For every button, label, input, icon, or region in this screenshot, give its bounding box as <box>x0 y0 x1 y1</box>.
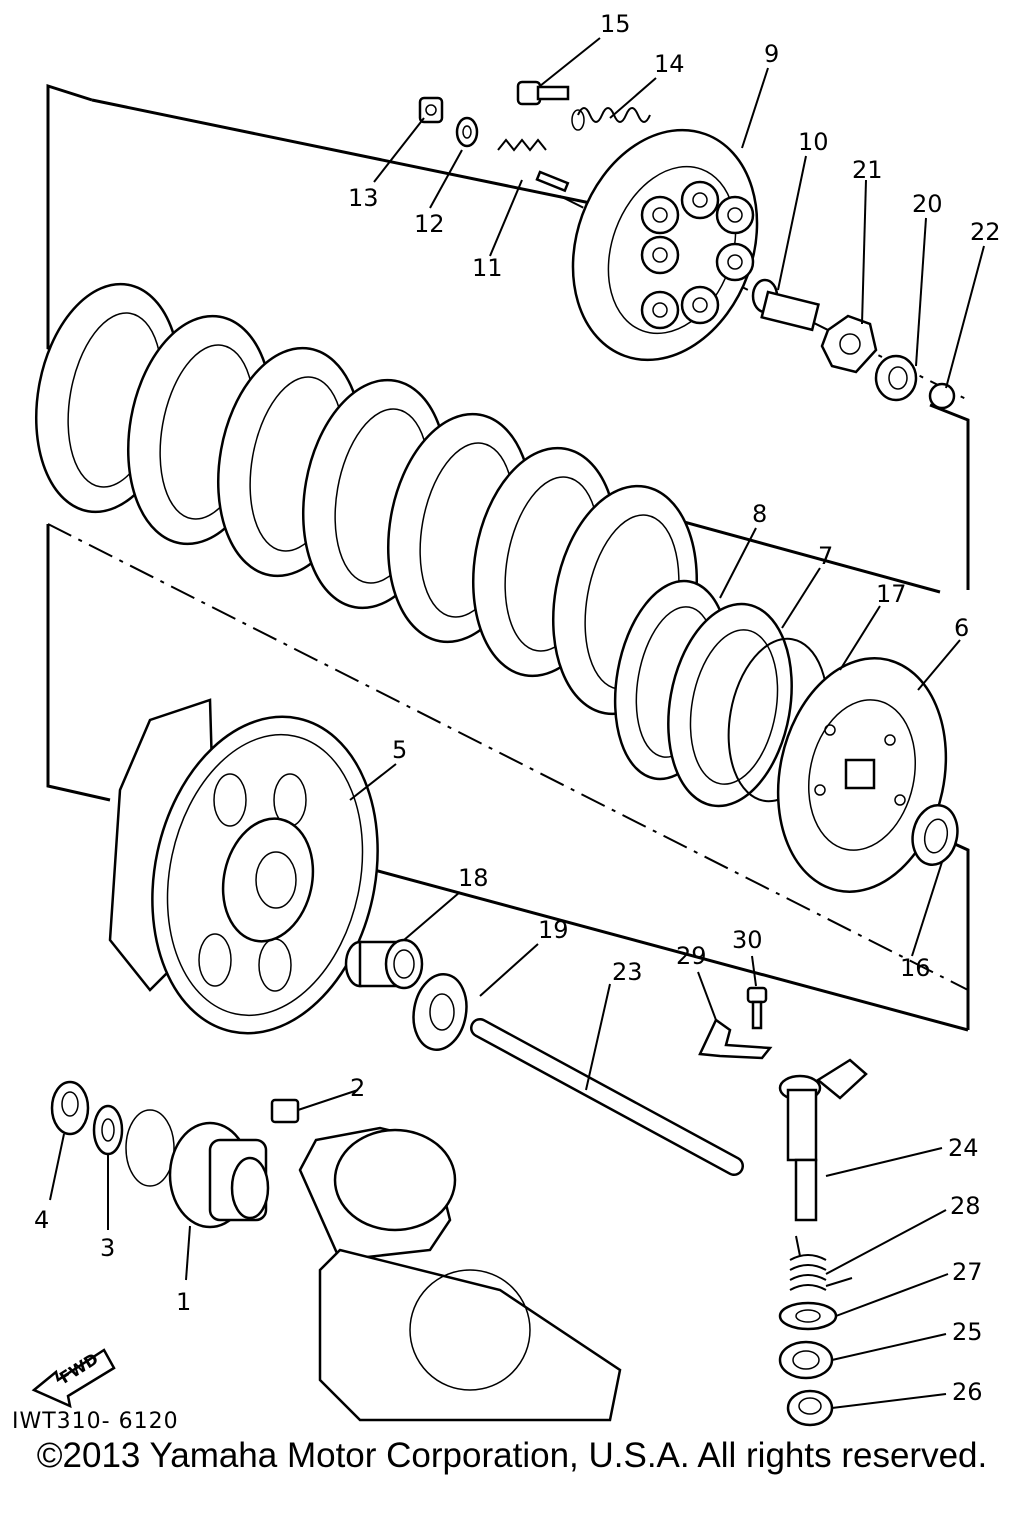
label-10: 10 <box>798 128 829 156</box>
clutch-boss-6 <box>776 657 948 893</box>
label-21: 21 <box>852 156 883 184</box>
label-25: 25 <box>952 1318 983 1346</box>
locknut-21 <box>820 314 878 374</box>
part-labels: 1 2 3 4 5 6 7 8 9 10 11 12 13 14 15 16 1… <box>34 10 1001 1406</box>
bracket-29 <box>698 1018 773 1060</box>
lower-assembly-bracket <box>46 523 970 1032</box>
label-11: 11 <box>472 254 503 282</box>
label-29: 29 <box>676 942 707 970</box>
clutch-bolt <box>516 80 570 106</box>
copyright-notice: ©2013 Yamaha Motor Corporation, U.S.A. A… <box>36 1436 988 1475</box>
leader-lines <box>49 37 985 1409</box>
label-14: 14 <box>654 50 685 78</box>
friction-plate-stack <box>34 282 699 716</box>
label-26: 26 <box>952 1378 983 1406</box>
crankshaft <box>298 1126 622 1422</box>
primary-driven-gear <box>108 698 379 1035</box>
label-28: 28 <box>950 1192 981 1220</box>
oil-seal-25 <box>778 1340 834 1380</box>
drawing-code: IWT310- 6120 <box>12 1409 179 1434</box>
nut-13 <box>418 96 444 124</box>
seat-plate-7 <box>667 602 793 808</box>
label-8: 8 <box>752 500 767 528</box>
push-rod-10 <box>751 278 820 332</box>
push-lever-24 <box>778 1058 868 1222</box>
label-3: 3 <box>100 1234 115 1262</box>
spacer-18 <box>344 938 424 990</box>
ball-22 <box>928 382 956 410</box>
label-7: 7 <box>818 542 833 570</box>
thrust-washer-16 <box>911 804 959 866</box>
washer-27 <box>778 1301 838 1331</box>
label-1: 1 <box>176 1288 191 1316</box>
screw-30 <box>746 986 768 1030</box>
label-2: 2 <box>350 1074 365 1102</box>
label-24: 24 <box>948 1134 979 1162</box>
label-12: 12 <box>414 210 445 238</box>
label-9: 9 <box>764 40 779 68</box>
key-2 <box>270 1098 300 1124</box>
label-27: 27 <box>952 1258 983 1286</box>
label-18: 18 <box>458 864 489 892</box>
label-30: 30 <box>732 926 763 954</box>
torsion-spring-28 <box>789 1235 853 1291</box>
label-20: 20 <box>912 190 943 218</box>
label-23: 23 <box>612 958 643 986</box>
label-15: 15 <box>600 10 631 38</box>
washer-19 <box>412 973 468 1051</box>
label-4: 4 <box>34 1206 49 1234</box>
pressure-plate <box>571 128 759 362</box>
primary-drive-gear-1 <box>125 1109 270 1229</box>
bearing-26 <box>786 1389 834 1427</box>
lock-washer-20 <box>874 354 918 402</box>
label-17: 17 <box>876 580 907 608</box>
forward-arrow-icon: FWD <box>31 1348 116 1409</box>
label-19: 19 <box>538 916 569 944</box>
label-13: 13 <box>348 184 379 212</box>
washer-12 <box>455 116 479 148</box>
push-rod-23 <box>470 1018 744 1176</box>
nut-4 <box>50 1080 90 1136</box>
washer-3 <box>92 1104 124 1156</box>
push-rod-stud <box>497 138 570 193</box>
label-16: 16 <box>900 954 931 982</box>
clutch-spring <box>571 107 651 131</box>
label-5: 5 <box>392 736 407 764</box>
label-22: 22 <box>970 218 1001 246</box>
label-6: 6 <box>954 614 969 642</box>
